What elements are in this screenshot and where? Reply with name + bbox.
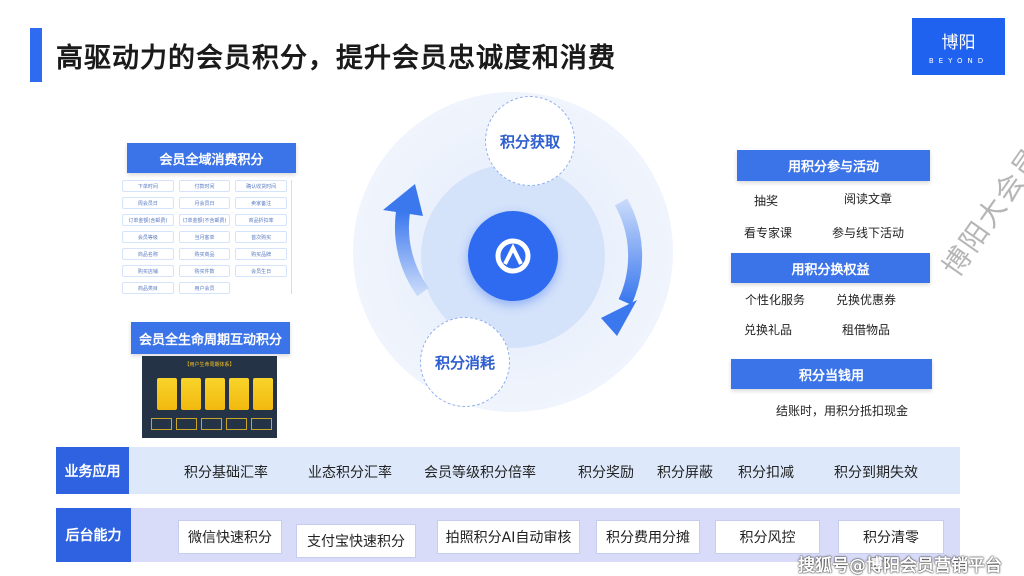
consume-field-chip: 用户会员 xyxy=(178,282,231,294)
consume-field-chip: 购买品牌 xyxy=(235,248,287,260)
consume-field-chip: 商品类目 xyxy=(122,282,174,294)
stage-note xyxy=(226,418,247,430)
cycle-arrows xyxy=(383,184,643,336)
brand-core-icon xyxy=(468,211,558,301)
consume-field-chip: 会员等级 xyxy=(122,231,174,243)
diagonal-watermark: 博阳大会员 xyxy=(935,140,1024,283)
cash-text: 结账时，用积分抵扣现金 xyxy=(776,404,909,418)
stage-card xyxy=(205,378,225,410)
consume-field-chip: 购买店铺 xyxy=(122,265,174,277)
consume-field-chip: 卖家备注 xyxy=(235,197,287,209)
rights-item: 租借物品 xyxy=(842,323,891,337)
business-item: 积分扣减 xyxy=(738,465,794,481)
business-item: 积分奖励 xyxy=(578,465,634,481)
business-label: 业务应用 xyxy=(56,447,129,494)
stage-note xyxy=(151,418,172,430)
lifecycle-points-header: 会员全生命周期互动积分 xyxy=(131,322,290,354)
consume-field-chip: 商品折扣率 xyxy=(235,214,287,226)
consume-field-chip: 购买件数 xyxy=(178,265,231,277)
consume-field-chip: 当月客单 xyxy=(178,231,231,243)
stage-card xyxy=(157,378,177,410)
stage-card xyxy=(229,378,249,410)
backend-item: 拍照积分AI自动审核 xyxy=(437,520,580,554)
arrow-down-icon xyxy=(614,198,643,305)
source-watermark: 搜狐号@博阳会员营销平台 xyxy=(798,556,1002,576)
business-item: 积分到期失效 xyxy=(834,465,918,481)
business-item: 积分屏蔽 xyxy=(657,465,713,481)
consume-field-chip: 周会员日 xyxy=(122,197,174,209)
page-title: 高驱动力的会员积分，提升会员忠诚度和消费 xyxy=(56,43,616,74)
stage-card xyxy=(181,378,201,410)
stage-note xyxy=(251,418,272,430)
consume-field-chip: 确认收货时间 xyxy=(235,180,287,192)
lifecycle-image-title: 【用户生命周期体系】 xyxy=(184,362,235,368)
stage-note xyxy=(201,418,222,430)
rights-item: 个性化服务 xyxy=(745,293,806,307)
stage-card xyxy=(253,378,273,410)
cash-header: 积分当钱用 xyxy=(731,359,932,389)
consume-points-label: 积分消耗 xyxy=(420,317,510,407)
backend-label: 后台能力 xyxy=(56,508,131,562)
backend-item: 积分风控 xyxy=(715,520,820,554)
activity-header: 用积分参与活动 xyxy=(737,150,930,181)
consume-field-chip: 首次购买 xyxy=(235,231,287,243)
activity-item: 抽奖 xyxy=(754,194,779,208)
backend-item: 积分清零 xyxy=(838,520,944,554)
rights-header: 用积分换权益 xyxy=(731,253,930,283)
activity-item: 参与线下活动 xyxy=(832,226,905,240)
rights-item: 兑换礼品 xyxy=(744,323,793,337)
consume-field-chip: 月会员日 xyxy=(178,197,231,209)
business-item: 积分基础汇率 xyxy=(184,465,268,481)
consume-field-chip: 购买商品 xyxy=(178,248,231,260)
business-item: 会员等级积分倍率 xyxy=(424,465,536,481)
logo-sub: BEYOND xyxy=(928,57,989,65)
business-band xyxy=(56,447,960,494)
brand-logo: 博阳 BEYOND xyxy=(912,18,1005,75)
logo-name: 博阳 xyxy=(941,33,976,53)
rights-item: 兑换优惠券 xyxy=(836,293,897,307)
consume-field-chip: 会员生日 xyxy=(235,265,287,277)
lifecycle-diagram-image: 【用户生命周期体系】 xyxy=(142,356,277,438)
consume-fields-grid: 下单时间付款时间确认收货时间周会员日月会员日卖家备注订单金额(含邮费) 订单金额(… xyxy=(122,180,292,294)
acquire-points-label: 积分获取 xyxy=(485,96,575,186)
backend-item: 微信快速积分 xyxy=(178,520,282,554)
consume-field-chip: 订单金额(不含邮费) xyxy=(178,214,231,226)
consume-field-chip: 下单时间 xyxy=(122,180,174,192)
title-accent-bar xyxy=(30,28,42,82)
consume-field-chip: 付款时间 xyxy=(178,180,231,192)
stage-note xyxy=(176,418,197,430)
activity-item: 阅读文章 xyxy=(844,192,893,206)
backend-item: 积分费用分摊 xyxy=(596,520,700,554)
activity-item: 看专家课 xyxy=(744,226,793,240)
consume-field-chip: 订单金额(含邮费) xyxy=(122,214,174,226)
arrow-up-icon xyxy=(394,211,429,297)
consume-field-chip: 商品名称 xyxy=(122,248,174,260)
business-item: 业态积分汇率 xyxy=(308,465,392,481)
consume-points-header: 会员全域消费积分 xyxy=(127,143,296,173)
backend-item: 支付宝快速积分 xyxy=(296,524,416,558)
